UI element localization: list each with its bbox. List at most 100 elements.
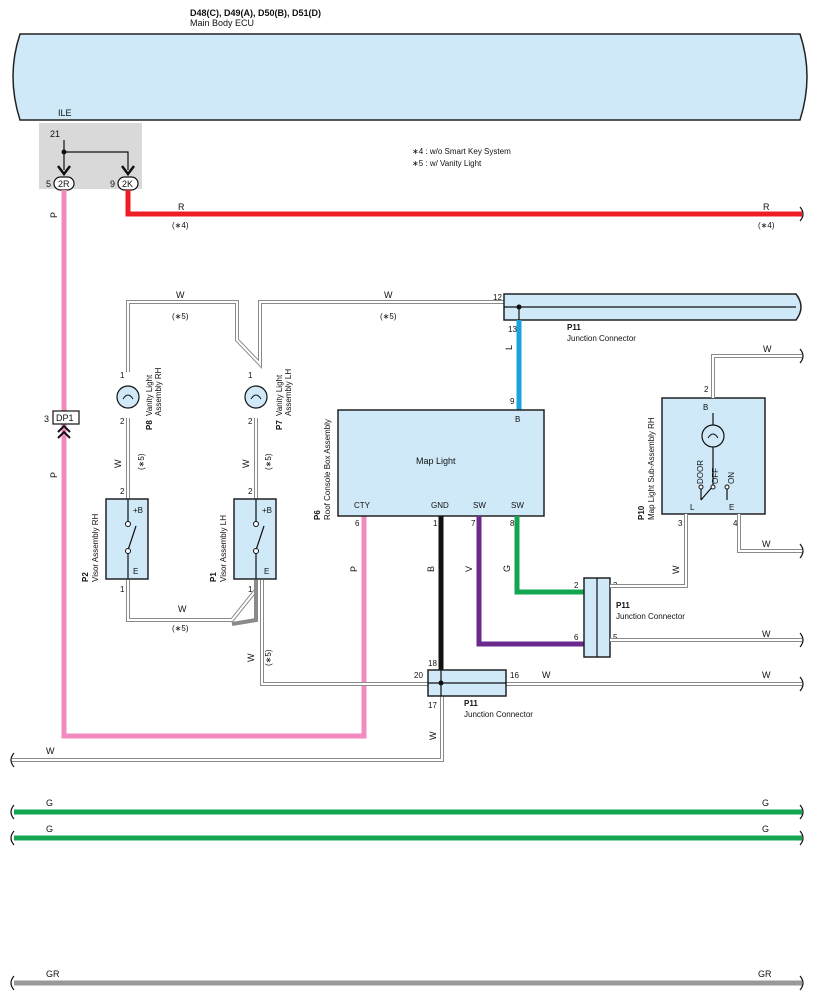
wire-note-star5-p8: (∗5) [137,453,146,470]
p10-term-b: B [703,403,708,412]
wire-label-l: L [504,345,514,350]
dp1-chevron-icon [57,424,71,439]
ecu-splice [61,149,67,155]
p8-name: Vanity Light [145,374,154,416]
switch-contact [125,521,131,527]
ecu-body [12,33,808,121]
dp1-connector [52,410,80,425]
p6-pin-1: 1 [433,519,438,528]
wire-label-g-b2-left: G [46,824,53,834]
p11-bottom-name: Junction Connector [464,710,533,719]
wire-label-r-right: R [763,202,770,212]
p10-term-on: ON [727,472,736,484]
p7-name2: Assembly LH [284,369,293,416]
wire-label-w-r2: W [762,539,771,549]
p1-pin-2: 2 [248,487,253,496]
switch-contact [125,548,131,554]
break-icon [10,975,804,991]
p6-pin-8: 8 [510,519,515,528]
p11-bottom-pin-16: 16 [510,671,519,680]
ecu-pin-21: 21 [50,129,60,139]
p2-pin-2: 2 [120,487,125,496]
ecu-name: Main Body ECU [190,18,254,28]
wire-label-w-r5: W [542,670,551,680]
p11-mid-pin-2: 2 [574,581,579,590]
note-star5: ∗5 : w/ Vanity Light [412,159,482,168]
wire-label-p-cty: P [349,566,359,572]
break-icon [10,804,804,820]
wire-label-p-mid: P [49,472,59,478]
wire-label-b: B [426,566,436,572]
filament-icon [122,394,134,400]
p10-term-e: E [729,503,734,512]
p6-term-cty: CTY [354,501,371,510]
pin-9-label: 9 [110,179,115,189]
p6-map-light-box [337,409,545,517]
switch-contact [710,484,716,490]
break-icon [799,543,804,559]
filament-icon [707,433,719,439]
p6-name: Roof Console Box Assembly [323,419,332,520]
p8-pin-2: 2 [120,417,125,426]
wire-note-star5-p7: (∗5) [264,453,273,470]
p2-box [105,498,149,580]
wire-label-w-r6: W [762,670,771,680]
wire-note-star5-bottom: (∗5) [172,624,189,633]
wire-red [125,190,802,217]
p10-name: Map Light Sub-Assembly RH [647,417,656,520]
break-red-right [799,206,804,222]
ecu-title: D48(C), D49(A), D50(B), D51(D) [190,8,321,18]
wire-pink [61,190,367,739]
p11-top-code: P11 [567,323,581,332]
p7-name: Vanity Light [275,374,284,416]
arrow-2r-icon [57,165,71,177]
wire-label-w-p7: W [241,459,251,468]
filament-icon [250,394,262,400]
p11-mid-name: Junction Connector [616,612,685,621]
switch-icon [127,499,137,579]
splice-dot [516,304,522,310]
wire-label-p-top: P [49,212,59,218]
p6-pin-7: 7 [471,519,476,528]
wire-label-g: G [502,565,512,572]
p1-term-b: +B [262,506,272,515]
switch-icon [255,499,265,579]
p1-box [233,498,277,580]
wire-label-gr-left: GR [46,969,60,979]
white-wires-visor [126,300,504,686]
wire-label-w-top2: W [384,290,393,300]
break-icon [799,348,804,364]
wire-label-w-top1: W [176,290,185,300]
dp1-label: DP1 [56,413,74,423]
p2-term-b: +B [133,506,143,515]
wire-note-star5-top1: (∗5) [172,312,189,321]
wire-label-w-r7: W [428,731,438,740]
switch-contact [253,521,259,527]
p7-code: P7 [275,420,284,430]
p11-bottom-pin-20: 20 [414,671,423,680]
break-icon [10,752,15,768]
p11-bottom-code: P11 [464,699,478,708]
wire-label-g-b1-right: G [762,798,769,808]
p6-pin-9: 9 [510,397,515,406]
connector-2r-label: 2R [58,179,70,189]
note-star4: ∗4 : w/o Smart Key System [412,147,511,156]
switch-icon [700,447,728,501]
white-wires-right [12,354,802,762]
wire-note-star5-p1: (∗5) [264,649,273,666]
dp1-pin-3: 3 [44,414,49,424]
p7-pin-2: 2 [248,417,253,426]
p10-term-door: DOOR [696,460,705,484]
p1-term-e: E [264,567,269,576]
p1-pin-1: 1 [248,585,253,594]
wire-note-star4-left: (∗4) [172,221,189,230]
p6-term-gnd: GND [431,501,449,510]
lamp-icon [244,385,268,409]
switch-contact [698,484,704,490]
p2-code: P2 [81,572,90,582]
break-icon [799,676,804,692]
p10-pin-3: 3 [678,519,683,528]
p2-term-e: E [133,567,138,576]
p11-mid-code: P11 [616,601,630,610]
